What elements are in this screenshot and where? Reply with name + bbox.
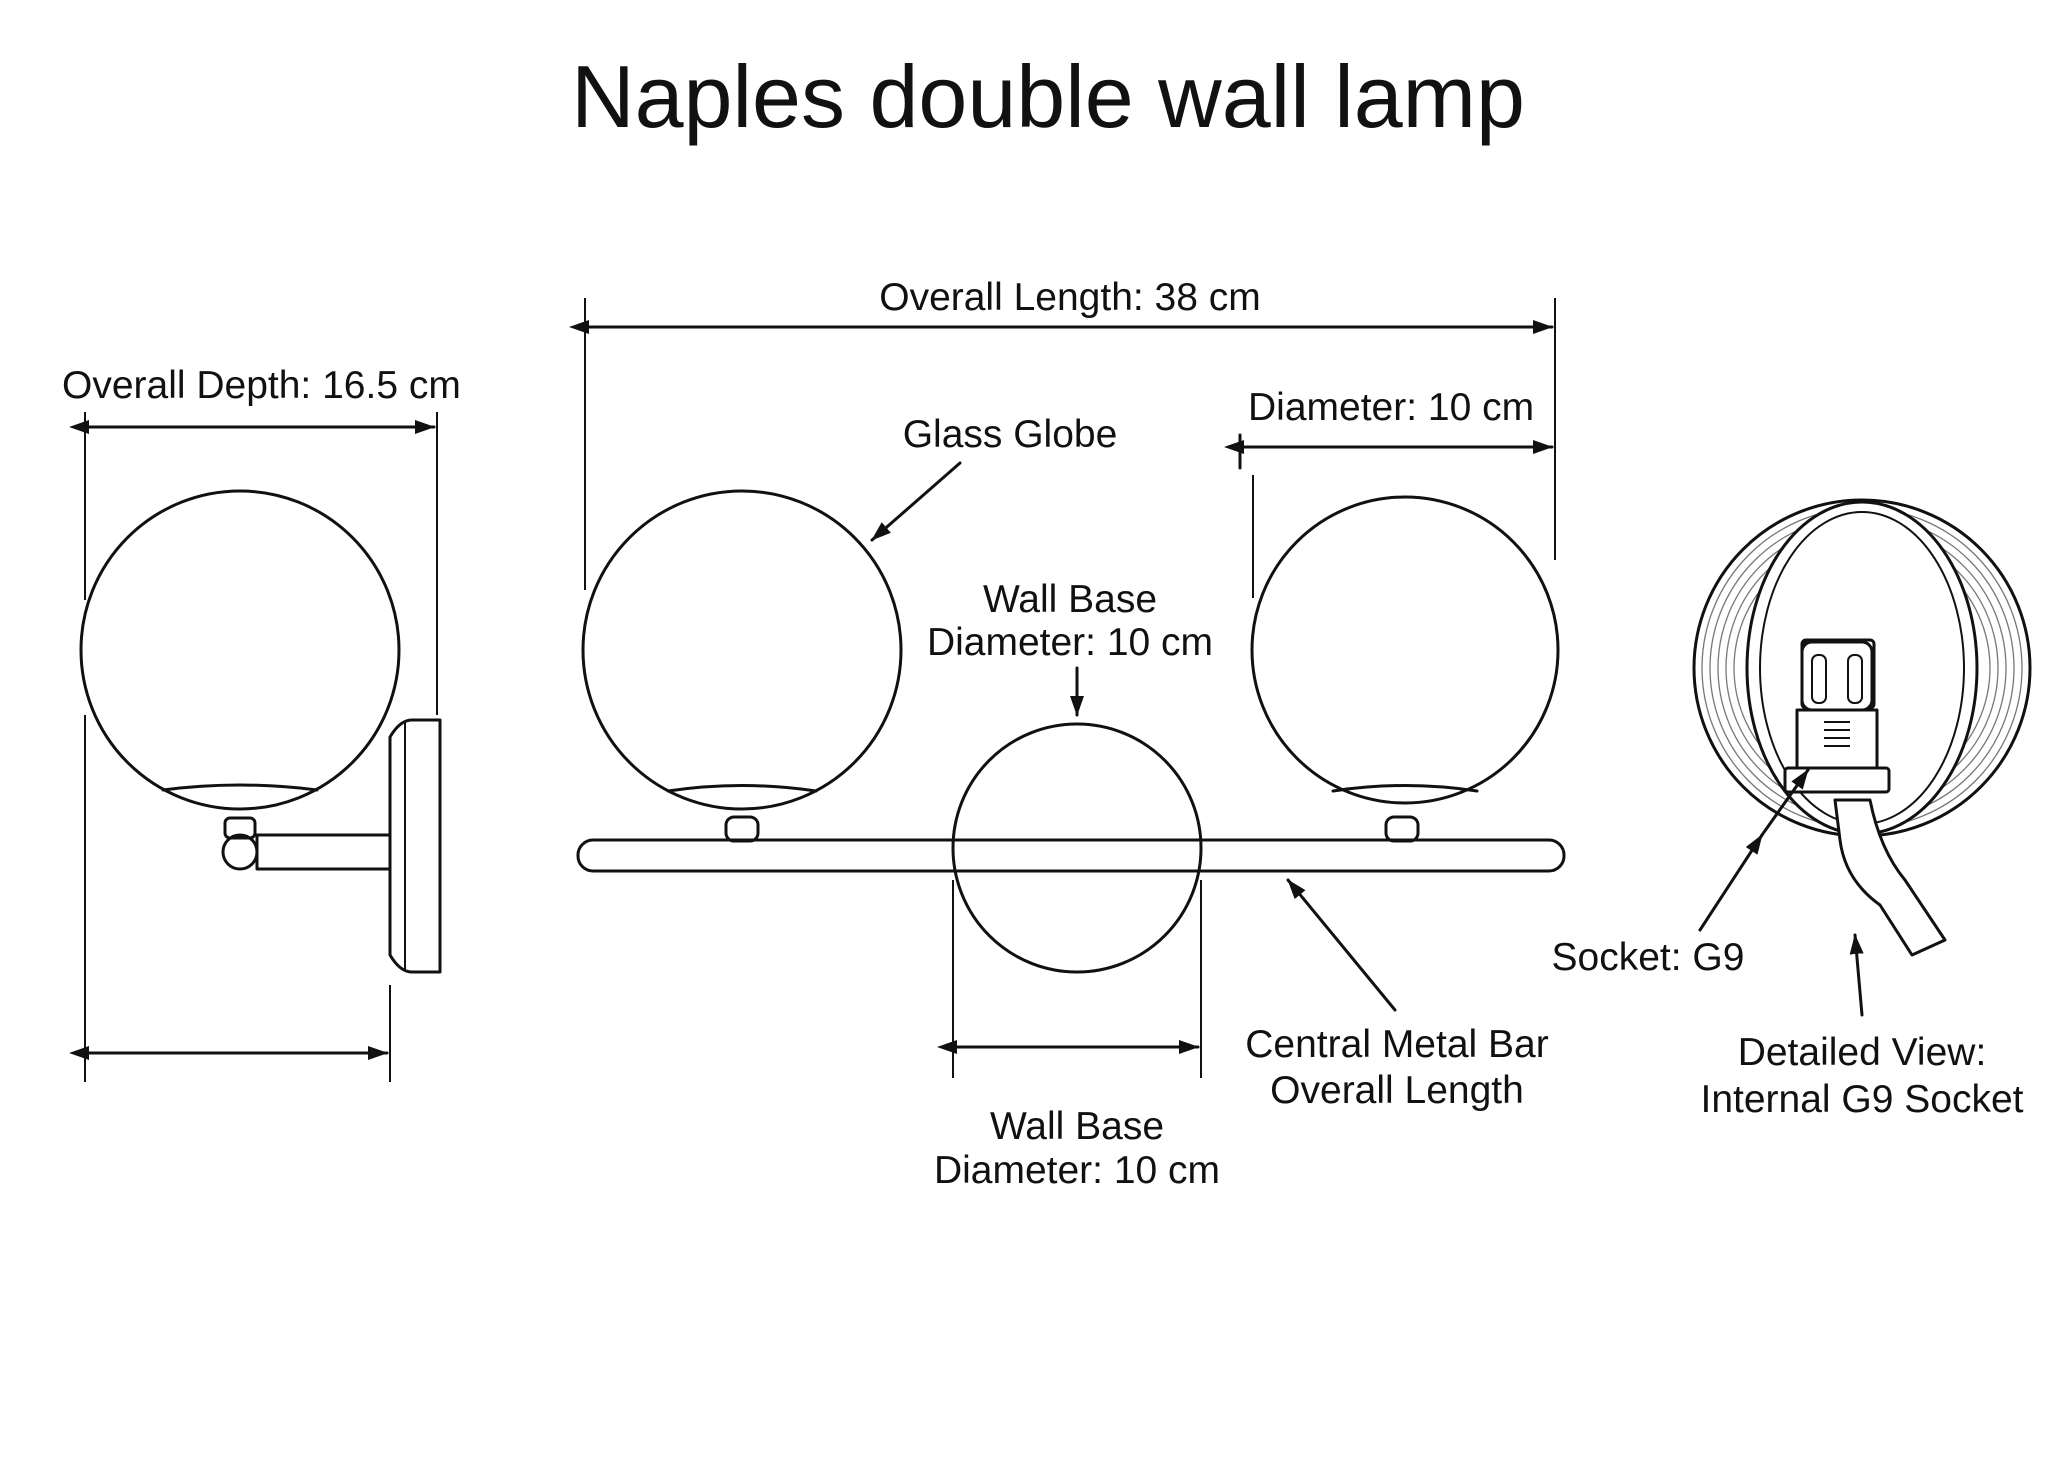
wall-base-disc [951,722,1203,974]
socket-leader-2 [1760,768,1810,837]
detail-cable [1833,798,1947,957]
g9-socket-flange [1783,766,1891,794]
left-globe [581,489,903,811]
g9-pin-left [1811,654,1827,704]
side-arm-knob [221,833,259,871]
detail-view-label-line2: Internal G9 Socket [1700,1078,2023,1121]
wall-base-bottom-label-line2: Diameter: 10 cm [934,1149,1220,1192]
diameter-label: Diameter: 10 cm [1248,386,1534,429]
side-neck [223,816,257,840]
left-globe-cap [666,784,818,793]
diagram-title: Naples double wall lamp [571,47,1525,146]
right-globe-cap [1331,784,1479,793]
side-wall-plate [388,718,442,974]
side-view: Overall Depth: 16.5 cm [62,364,461,1082]
side-globe [79,489,401,811]
overall-length-label: Overall Length: 38 cm [879,276,1261,319]
right-globe [1250,495,1560,805]
central-metal-bar [576,838,1566,873]
socket-leader-1 [1698,833,1764,932]
wall-base-top-label-line1: Wall Base [983,578,1157,621]
glass-globe-leader [870,461,962,542]
right-globe-neck [1384,815,1420,843]
central-bar-label-line2: Overall Length [1270,1069,1524,1112]
detail-view-label-line1: Detailed View: [1738,1031,1987,1074]
wall-base-bottom-label-line1: Wall Base [990,1105,1164,1148]
detail-view: Socket: G9 Detailed View: Internal G9 So… [1552,498,2032,1121]
overall-depth-label: Overall Depth: 16.5 cm [62,364,461,407]
side-globe-cap [161,783,319,792]
socket-label: Socket: G9 [1552,936,1745,979]
front-view: Overall Length: 38 cm Glass Globe Diamet… [569,276,1566,1192]
side-arm-bar [255,833,392,871]
wall-base-top-label-line2: Diameter: 10 cm [927,621,1213,664]
glass-globe-label: Glass Globe [903,413,1118,456]
detail-view-leader [1849,933,1864,1017]
central-bar-label-line1: Central Metal Bar [1245,1023,1548,1066]
left-globe-neck [724,815,760,843]
central-bar-leader [1286,878,1397,1012]
g9-pin-right [1847,654,1863,704]
